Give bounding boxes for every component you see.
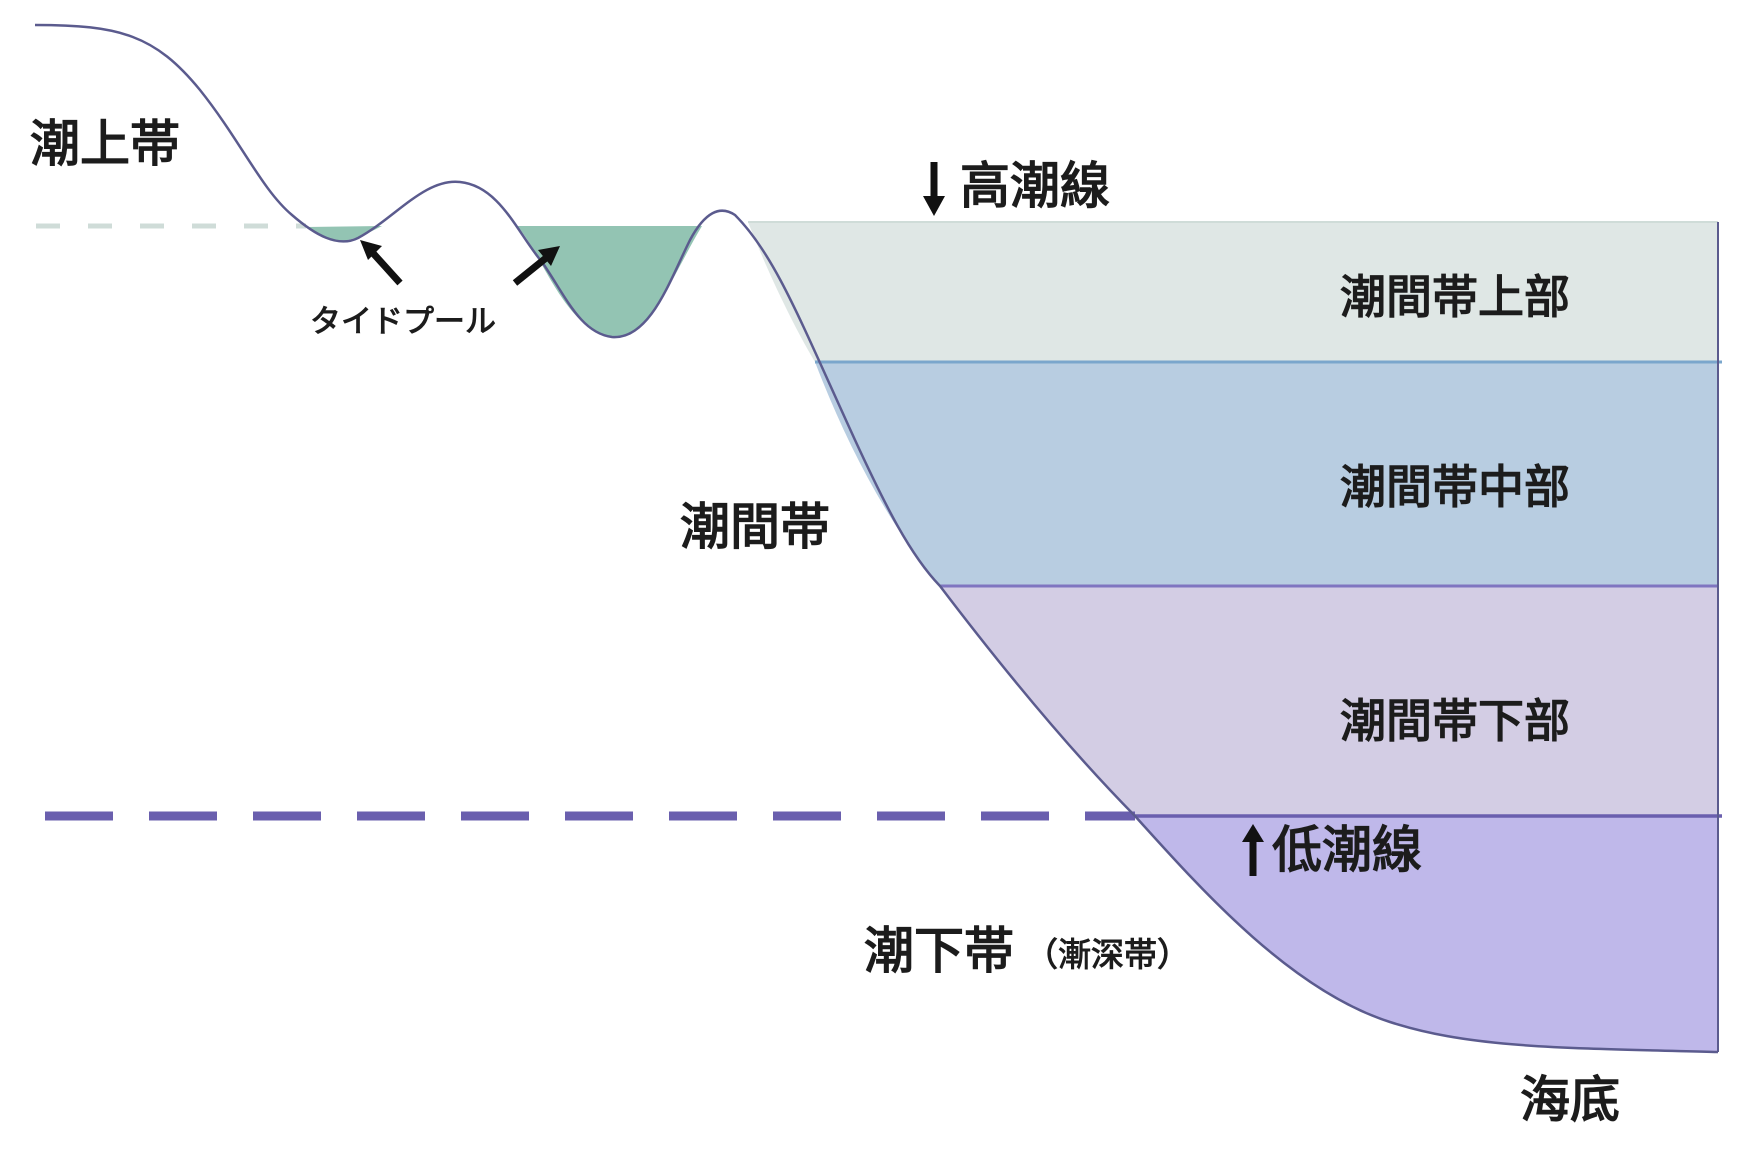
down-arrow-icon xyxy=(923,162,945,216)
intertidal-zone-label: 潮間帯 xyxy=(680,498,830,556)
tide-pool-pointer-arrow-left xyxy=(360,240,403,286)
seabed-label: 海底 xyxy=(1520,1071,1620,1129)
shoreline-profile-line xyxy=(34,23,1719,1054)
middle-intertidal-band xyxy=(815,362,1718,586)
subtidal-band xyxy=(1135,816,1718,1052)
lower-intertidal-label: 潮間帯下部 xyxy=(1340,694,1570,748)
tide-pool-left xyxy=(306,226,382,241)
tide-pool-pointer-arrow-right xyxy=(512,246,560,286)
up-arrow-icon xyxy=(1242,824,1264,876)
subtidal-zone-label: 潮下帯 xyxy=(864,922,1014,980)
lower-intertidal-band xyxy=(940,586,1718,816)
upper-intertidal-label: 潮間帯上部 xyxy=(1340,270,1570,324)
high-tide-line-label: 高潮線 xyxy=(960,157,1110,215)
tide-pool-right xyxy=(517,226,702,338)
low-tide-line-label: 低潮線 xyxy=(1272,821,1422,879)
upper-intertidal-band xyxy=(748,222,1718,362)
tide-pool-label: タイドプール xyxy=(310,304,496,340)
subtidal-alt-label: （漸深帯） xyxy=(1025,935,1190,974)
middle-intertidal-label: 潮間帯中部 xyxy=(1340,460,1570,514)
supratidal-zone-label: 潮上帯 xyxy=(30,115,180,173)
